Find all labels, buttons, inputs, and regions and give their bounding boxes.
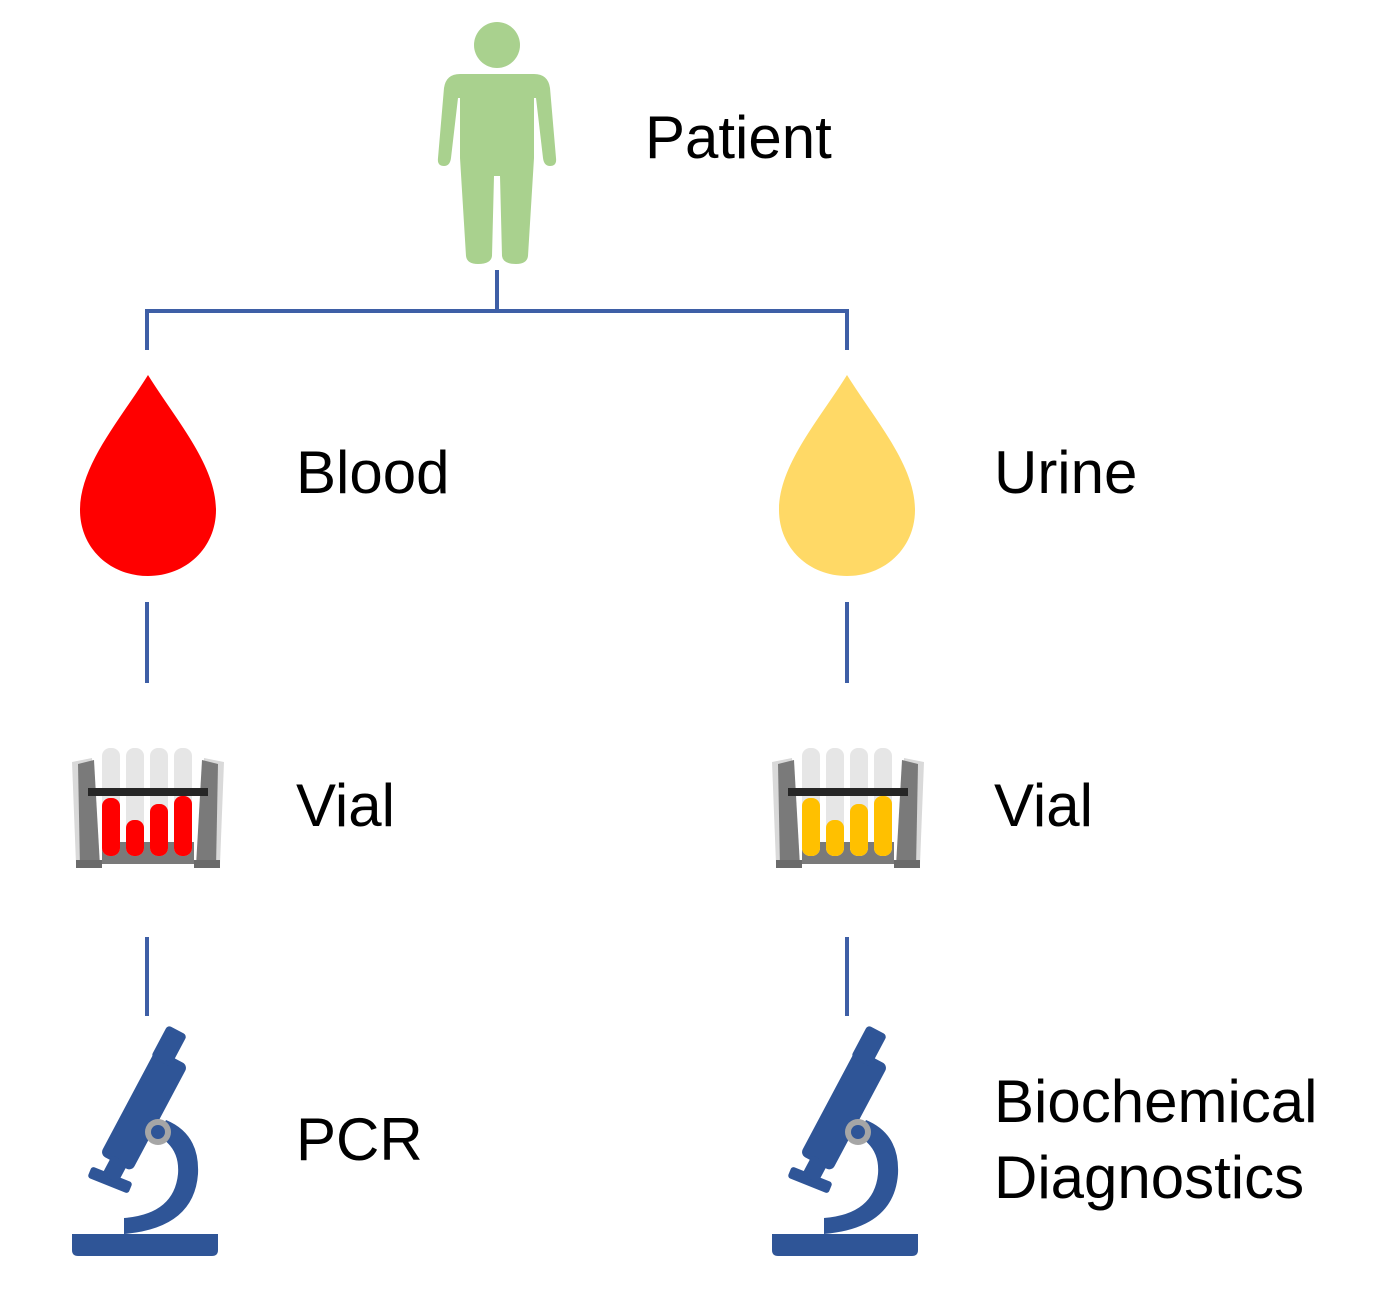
microscope-icon (772, 1024, 918, 1256)
biochemical-label-line1: Biochemical (994, 1068, 1318, 1135)
biochemical-label-line2: Diagnostics (994, 1144, 1305, 1211)
blood-label: Blood (296, 439, 450, 506)
urine-label: Urine (994, 439, 1138, 506)
test-tube-rack-icon (772, 748, 924, 868)
urine-tubes (802, 748, 892, 856)
patient-label: Patient (645, 104, 832, 171)
person-icon (437, 22, 557, 264)
left-vial-label: Vial (296, 772, 395, 839)
connector-lines (145, 270, 849, 1016)
test-tube-rack-icon (72, 748, 224, 868)
urine-drop-icon (779, 375, 915, 576)
blood-drop-icon (80, 375, 216, 576)
pcr-label: PCR (296, 1106, 423, 1173)
blood-tubes (102, 748, 192, 856)
microscope-icon (72, 1024, 218, 1256)
biochemical-diagnostics-label: Biochemical Diagnostics (994, 1064, 1317, 1216)
right-vial-label: Vial (994, 772, 1093, 839)
